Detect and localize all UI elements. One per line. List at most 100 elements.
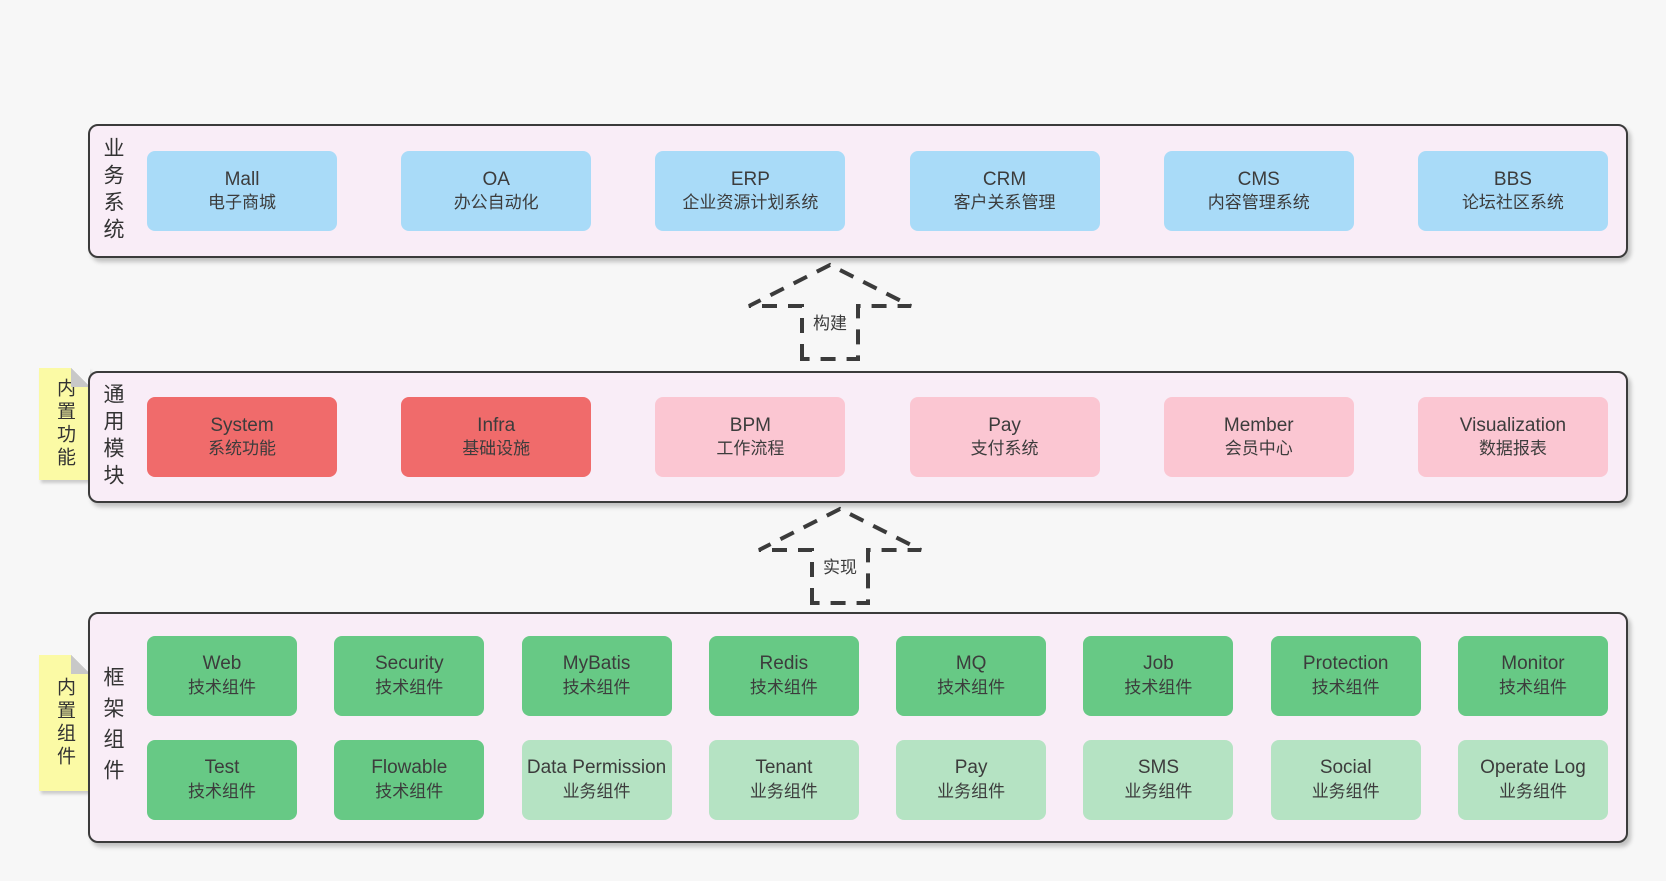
framework-components-panel: 框架组件 Web 技术组件 Security 技术组件 MyBatis 技术组件… bbox=[88, 612, 1628, 843]
box-title: Security bbox=[374, 653, 444, 675]
box-subtitle: 客户关系管理 bbox=[953, 193, 1056, 213]
box-pay-system: Pay 支付系统 bbox=[909, 397, 1100, 477]
box-title: Test bbox=[204, 757, 240, 779]
box-title: Pay bbox=[988, 414, 1021, 436]
box-crm: CRM 客户关系管理 bbox=[909, 151, 1100, 231]
framework-components-rows: Web 技术组件 Security 技术组件 MyBatis 技术组件 Redi… bbox=[123, 614, 1626, 841]
box-subtitle: 技术组件 bbox=[1311, 677, 1380, 697]
box-test: Test 技术组件 bbox=[147, 739, 297, 820]
box-system: System 系统功能 bbox=[147, 397, 337, 477]
up-arrow-icon bbox=[758, 506, 922, 605]
build-arrow: 构建 bbox=[745, 262, 915, 362]
common-modules-panel-label: 通用模块 bbox=[101, 383, 124, 491]
common-modules-boxes: System 系统功能 Infra 基础设施 BPM 工作流程 Pay 支付系统… bbox=[123, 373, 1626, 501]
box-subtitle: 业务组件 bbox=[1498, 781, 1567, 801]
box-title: OA bbox=[482, 168, 510, 190]
box-subtitle: 技术组件 bbox=[188, 781, 256, 801]
box-title: Operate Log bbox=[1480, 757, 1586, 779]
box-title: Web bbox=[202, 653, 242, 675]
box-subtitle: 业务组件 bbox=[1311, 781, 1380, 801]
framework-components-panel-label: 框架组件 bbox=[101, 665, 124, 790]
builtin-components-tag-label: 内置组件 bbox=[54, 677, 75, 769]
box-subtitle: 技术组件 bbox=[375, 781, 444, 801]
box-title: Protection bbox=[1302, 653, 1389, 675]
box-title: Visualization bbox=[1459, 414, 1567, 436]
box-title: CMS bbox=[1237, 168, 1280, 190]
box-subtitle: 技术组件 bbox=[375, 677, 444, 697]
box-title: MQ bbox=[955, 653, 987, 675]
box-subtitle: 企业资源计划系统 bbox=[682, 193, 819, 213]
box-subtitle: 基础设施 bbox=[462, 439, 531, 459]
box-subtitle: 电子商城 bbox=[208, 193, 276, 213]
box-title: CRM bbox=[982, 168, 1027, 190]
box-security: Security 技术组件 bbox=[334, 635, 485, 716]
box-subtitle: 系统功能 bbox=[208, 439, 276, 459]
box-title: BBS bbox=[1493, 168, 1532, 190]
box-title: Member bbox=[1223, 414, 1294, 436]
box-flowable: Flowable 技术组件 bbox=[334, 739, 485, 820]
box-subtitle: 业务组件 bbox=[937, 781, 1006, 801]
box-subtitle: 技术组件 bbox=[1124, 677, 1193, 697]
implement-arrow-label: 实现 bbox=[823, 558, 857, 577]
box-social: Social 业务组件 bbox=[1270, 739, 1421, 820]
business-systems-panel-label: 业务系统 bbox=[101, 137, 124, 245]
box-title: Flowable bbox=[371, 757, 448, 779]
business-systems-panel: 业务系统 Mall 电子商城 OA 办公自动化 ERP 企业资源计划系统 CRM… bbox=[88, 124, 1628, 258]
folded-corner-icon bbox=[71, 655, 90, 674]
box-oa: OA 办公自动化 bbox=[401, 151, 592, 231]
box-subtitle: 数据报表 bbox=[1478, 439, 1547, 459]
box-erp: ERP 企业资源计划系统 bbox=[655, 151, 846, 231]
box-title: MyBatis bbox=[562, 653, 631, 675]
box-subtitle: 工作流程 bbox=[716, 439, 785, 459]
box-title: System bbox=[210, 414, 274, 436]
box-subtitle: 会员中心 bbox=[1224, 439, 1293, 459]
builtin-features-tag-label: 内置功能 bbox=[54, 378, 75, 470]
box-subtitle: 内容管理系统 bbox=[1207, 193, 1310, 213]
box-title: Monitor bbox=[1501, 653, 1565, 675]
box-title: Redis bbox=[759, 653, 809, 675]
box-title: Mall bbox=[224, 168, 260, 190]
box-bbs: BBS 论坛社区系统 bbox=[1417, 151, 1608, 231]
builtin-features-tag: 内置功能 bbox=[39, 368, 90, 480]
box-subtitle: 业务组件 bbox=[1124, 781, 1193, 801]
box-subtitle: 技术组件 bbox=[749, 677, 818, 697]
box-mq: MQ 技术组件 bbox=[896, 635, 1047, 716]
box-mall: Mall 电子商城 bbox=[147, 151, 337, 231]
business-systems-boxes: Mall 电子商城 OA 办公自动化 ERP 企业资源计划系统 CRM 客户关系… bbox=[123, 126, 1626, 256]
box-subtitle: 技术组件 bbox=[1498, 677, 1567, 697]
common-modules-panel: 通用模块 System 系统功能 Infra 基础设施 BPM 工作流程 Pay… bbox=[88, 371, 1628, 503]
box-title: BPM bbox=[729, 414, 771, 436]
box-subtitle: 技术组件 bbox=[188, 677, 256, 697]
box-title: Pay bbox=[954, 757, 988, 779]
box-subtitle: 办公自动化 bbox=[453, 193, 539, 213]
builtin-components-tag: 内置组件 bbox=[39, 655, 90, 791]
box-member: Member 会员中心 bbox=[1163, 397, 1354, 477]
box-title: Tenant bbox=[755, 757, 813, 779]
framework-row-1: Web 技术组件 Security 技术组件 MyBatis 技术组件 Redi… bbox=[147, 635, 1608, 716]
box-mybatis: MyBatis 技术组件 bbox=[521, 635, 672, 716]
box-tenant: Tenant 业务组件 bbox=[708, 739, 859, 820]
box-infra: Infra 基础设施 bbox=[401, 397, 592, 477]
box-title: ERP bbox=[730, 168, 770, 190]
box-title: Data Permission bbox=[526, 757, 667, 779]
framework-row-2: Test 技术组件 Flowable 技术组件 Data Permission … bbox=[147, 739, 1608, 820]
box-subtitle: 支付系统 bbox=[970, 439, 1039, 459]
box-cms: CMS 内容管理系统 bbox=[1163, 151, 1354, 231]
box-pay-component: Pay 业务组件 bbox=[896, 739, 1047, 820]
implement-arrow: 实现 bbox=[755, 506, 925, 606]
up-arrow-icon bbox=[748, 262, 912, 361]
box-bpm: BPM 工作流程 bbox=[655, 397, 846, 477]
box-title: Social bbox=[1319, 757, 1372, 779]
box-monitor: Monitor 技术组件 bbox=[1457, 635, 1608, 716]
box-subtitle: 论坛社区系统 bbox=[1461, 193, 1564, 213]
box-subtitle: 技术组件 bbox=[562, 677, 631, 697]
box-title: Infra bbox=[477, 414, 516, 436]
box-data-permission: Data Permission 业务组件 bbox=[521, 739, 672, 820]
box-operate-log: Operate Log 业务组件 bbox=[1457, 739, 1608, 820]
folded-corner-icon bbox=[71, 368, 90, 387]
box-sms: SMS 业务组件 bbox=[1083, 739, 1234, 820]
box-web: Web 技术组件 bbox=[147, 635, 297, 716]
box-redis: Redis 技术组件 bbox=[708, 635, 859, 716]
box-subtitle: 业务组件 bbox=[562, 781, 631, 801]
